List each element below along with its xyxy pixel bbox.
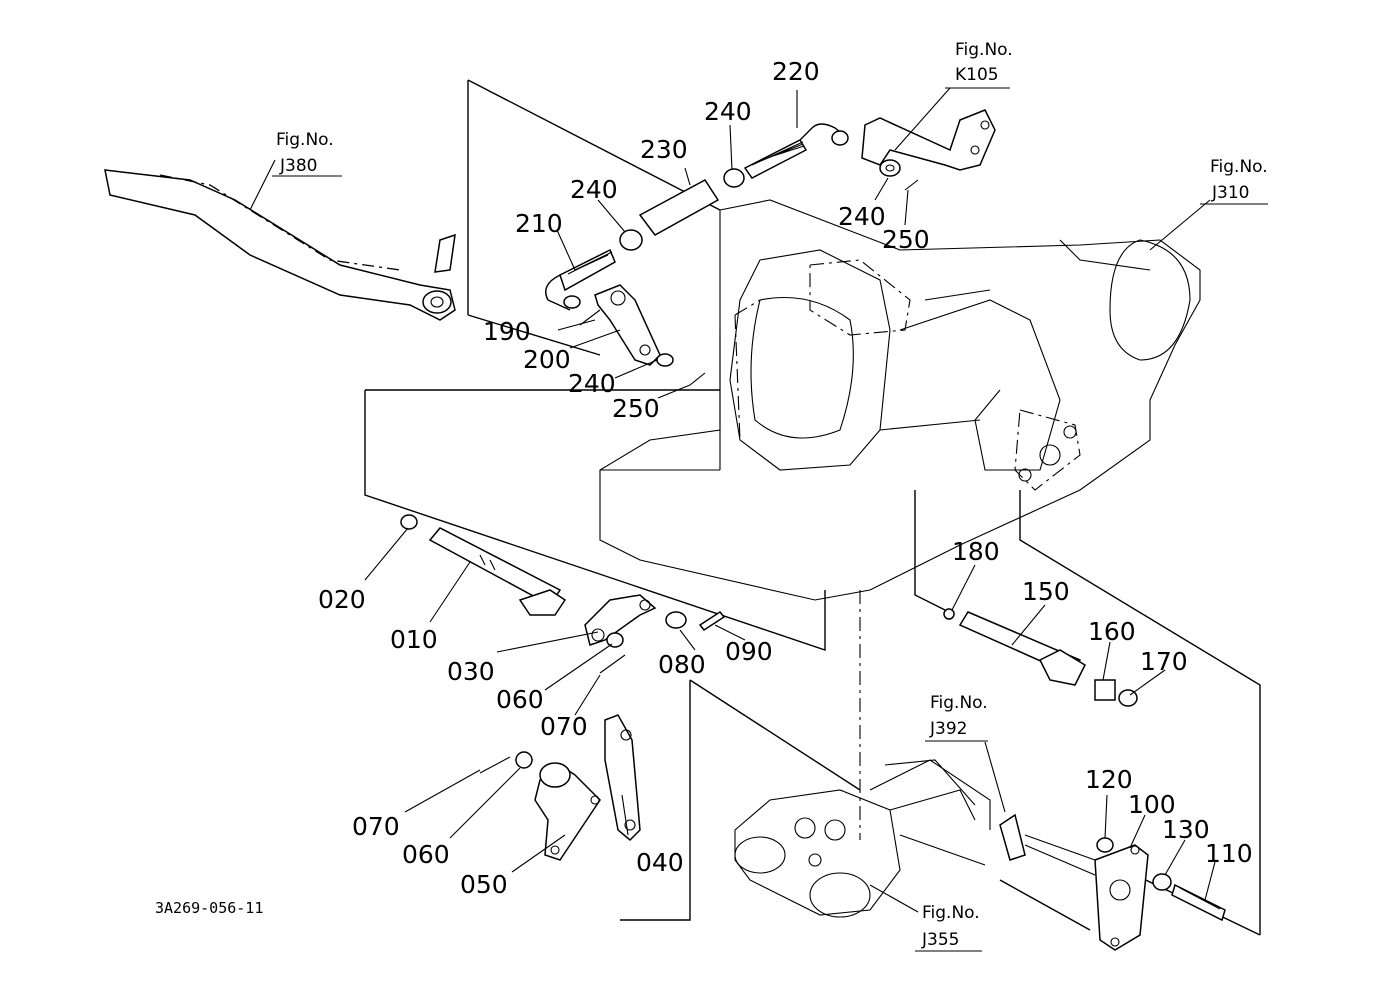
figure-ref-K105: Fig.No. K105 [945,40,1013,89]
callout-130: 150 [1022,577,1070,606]
callout-190: 210 [515,209,563,238]
callout-080: 080 [658,650,706,679]
callout-150: 170 [1140,647,1188,676]
callout-090: 090 [725,637,773,666]
fig-ref-number: J392 [929,719,967,739]
figure-ref-J355: Fig.No. J355 [915,903,982,952]
lift-arm [104,169,456,321]
callout-060: 060 [496,685,544,714]
fig-ref-number: K105 [955,65,999,85]
callout-240: 240 [838,202,886,231]
end-plate [999,813,1226,951]
callout-070: 070 [540,712,588,741]
fig-ref-label: Fig.No. [955,40,1013,60]
lift-rod-assembly [545,248,706,386]
callout-240: 240 [568,369,616,398]
control-arm [584,594,726,674]
callout-200: 220 [772,57,820,86]
callout-010: 010 [390,625,438,654]
callout-140: 160 [1088,617,1136,646]
callout-210: 230 [640,135,688,164]
callout-100: 100 [1128,790,1176,819]
callout-120: 130 [1162,815,1210,844]
callout-labels: 020 010 030 060 070 080 090 070 060 050 … [318,57,1253,899]
callout-160: 180 [952,537,1000,566]
valve-shaft [943,608,1138,707]
fig-ref-label: Fig.No. [276,130,334,150]
callout-220: 240 [570,175,618,204]
fig-ref-label: Fig.No. [1210,157,1268,177]
callout-180: 200 [523,345,571,374]
figure-ref-J380: Fig.No. J380 [272,130,342,177]
transmission-housing [599,199,1201,601]
figure-ref-J310: Fig.No. J310 [1200,157,1268,205]
leader-frames [364,79,1261,936]
callout-170: 190 [483,317,531,346]
callout-060: 060 [402,840,450,869]
fig-ref-number: J310 [1211,183,1249,203]
callout-030: 030 [447,657,495,686]
drawing-code: 3A269-056-11 [155,899,263,917]
fig-ref-label: Fig.No. [930,693,988,713]
callout-050: 050 [460,870,508,899]
link-rod [604,714,641,842]
figure-ref-J392: Fig.No. J392 [925,693,988,742]
callout-230: 240 [704,97,752,126]
bottom-lever [479,751,601,861]
fig-ref-label: Fig.No. [922,903,980,923]
callout-040: 040 [636,848,684,877]
fig-ref-number: J380 [279,156,317,176]
callout-020: 020 [318,585,366,614]
callout-250: 250 [882,225,930,254]
callout-110: 110 [1205,839,1253,868]
callout-070: 070 [352,812,400,841]
callout-250: 250 [612,394,660,423]
lift-shaft [400,514,567,616]
callout-leaders [249,87,1216,913]
lift-bracket [861,109,996,191]
control-valve-body [734,590,991,918]
turnbuckle-assembly [619,123,849,251]
fig-ref-number: J355 [921,930,959,950]
callout-120: 120 [1085,765,1133,794]
